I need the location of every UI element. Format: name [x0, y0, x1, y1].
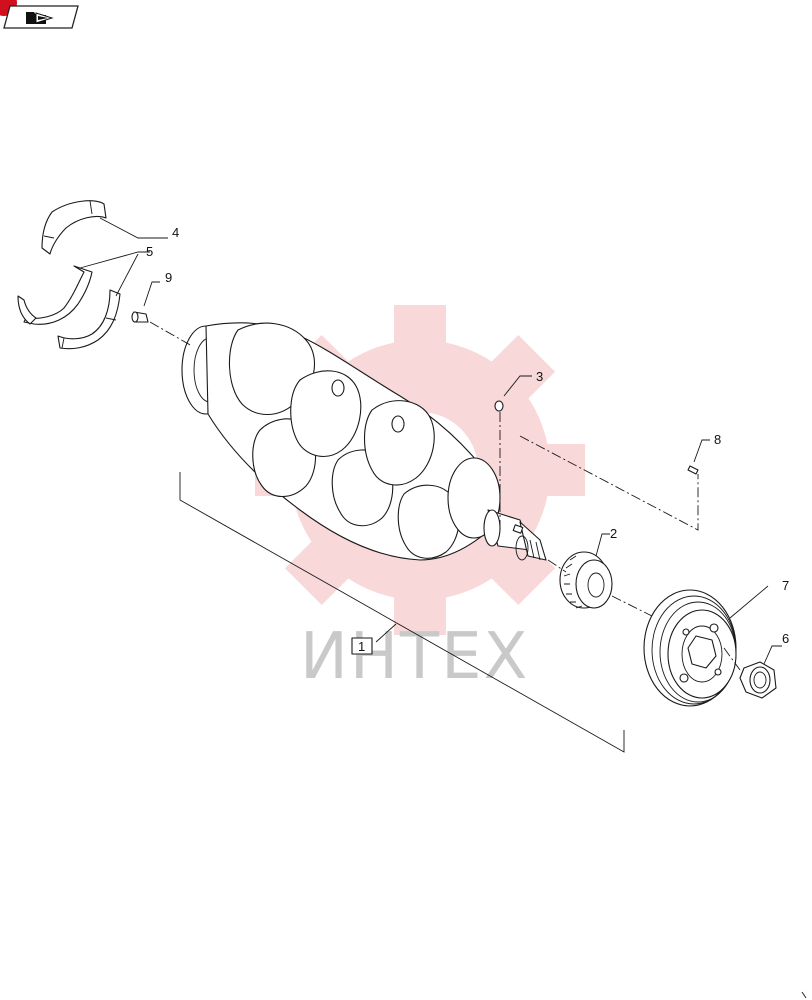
key-part-3 [494, 400, 504, 412]
callout-8: 8 [714, 432, 721, 447]
callout-1: 1 [351, 637, 373, 655]
svg-text:8: 8 [714, 432, 721, 447]
nav-badge[interactable] [0, 0, 79, 29]
callout-7: 7 [782, 578, 789, 593]
thrust-washer-part-4 [41, 200, 107, 255]
thrust-washer-part-5-upper [17, 265, 93, 325]
svg-text:6: 6 [782, 631, 789, 646]
pin-part-8 [687, 465, 699, 475]
crankshaft-part-1 [181, 322, 547, 561]
assembly-centerlines [149, 321, 741, 671]
nut-part-6 [739, 661, 777, 699]
thrust-washer-part-5-lower [57, 289, 121, 350]
callout-5: 5 [146, 244, 153, 259]
callout-4: 4 [172, 225, 179, 240]
callout-3: 3 [536, 369, 543, 384]
svg-text:1: 1 [358, 639, 365, 654]
svg-text:3: 3 [536, 369, 543, 384]
corner-mark [801, 991, 807, 999]
dowel-pin-part-9 [131, 311, 149, 323]
pulley-part-7 [643, 589, 737, 707]
callout-2: 2 [610, 526, 617, 541]
callout-6: 6 [782, 631, 789, 646]
folder-arrow-icon [26, 12, 54, 24]
watermark-text: ИНТЕХ [300, 620, 529, 694]
callout-9: 9 [165, 270, 172, 285]
svg-text:7: 7 [782, 578, 789, 593]
assembly-bracket-part-1 [179, 472, 625, 753]
svg-text:4: 4 [172, 225, 179, 240]
svg-text:9: 9 [165, 270, 172, 285]
svg-text:2: 2 [610, 526, 617, 541]
leader-lines [79, 217, 782, 665]
svg-text:5: 5 [146, 244, 153, 259]
timing-gear-part-2 [559, 551, 613, 609]
